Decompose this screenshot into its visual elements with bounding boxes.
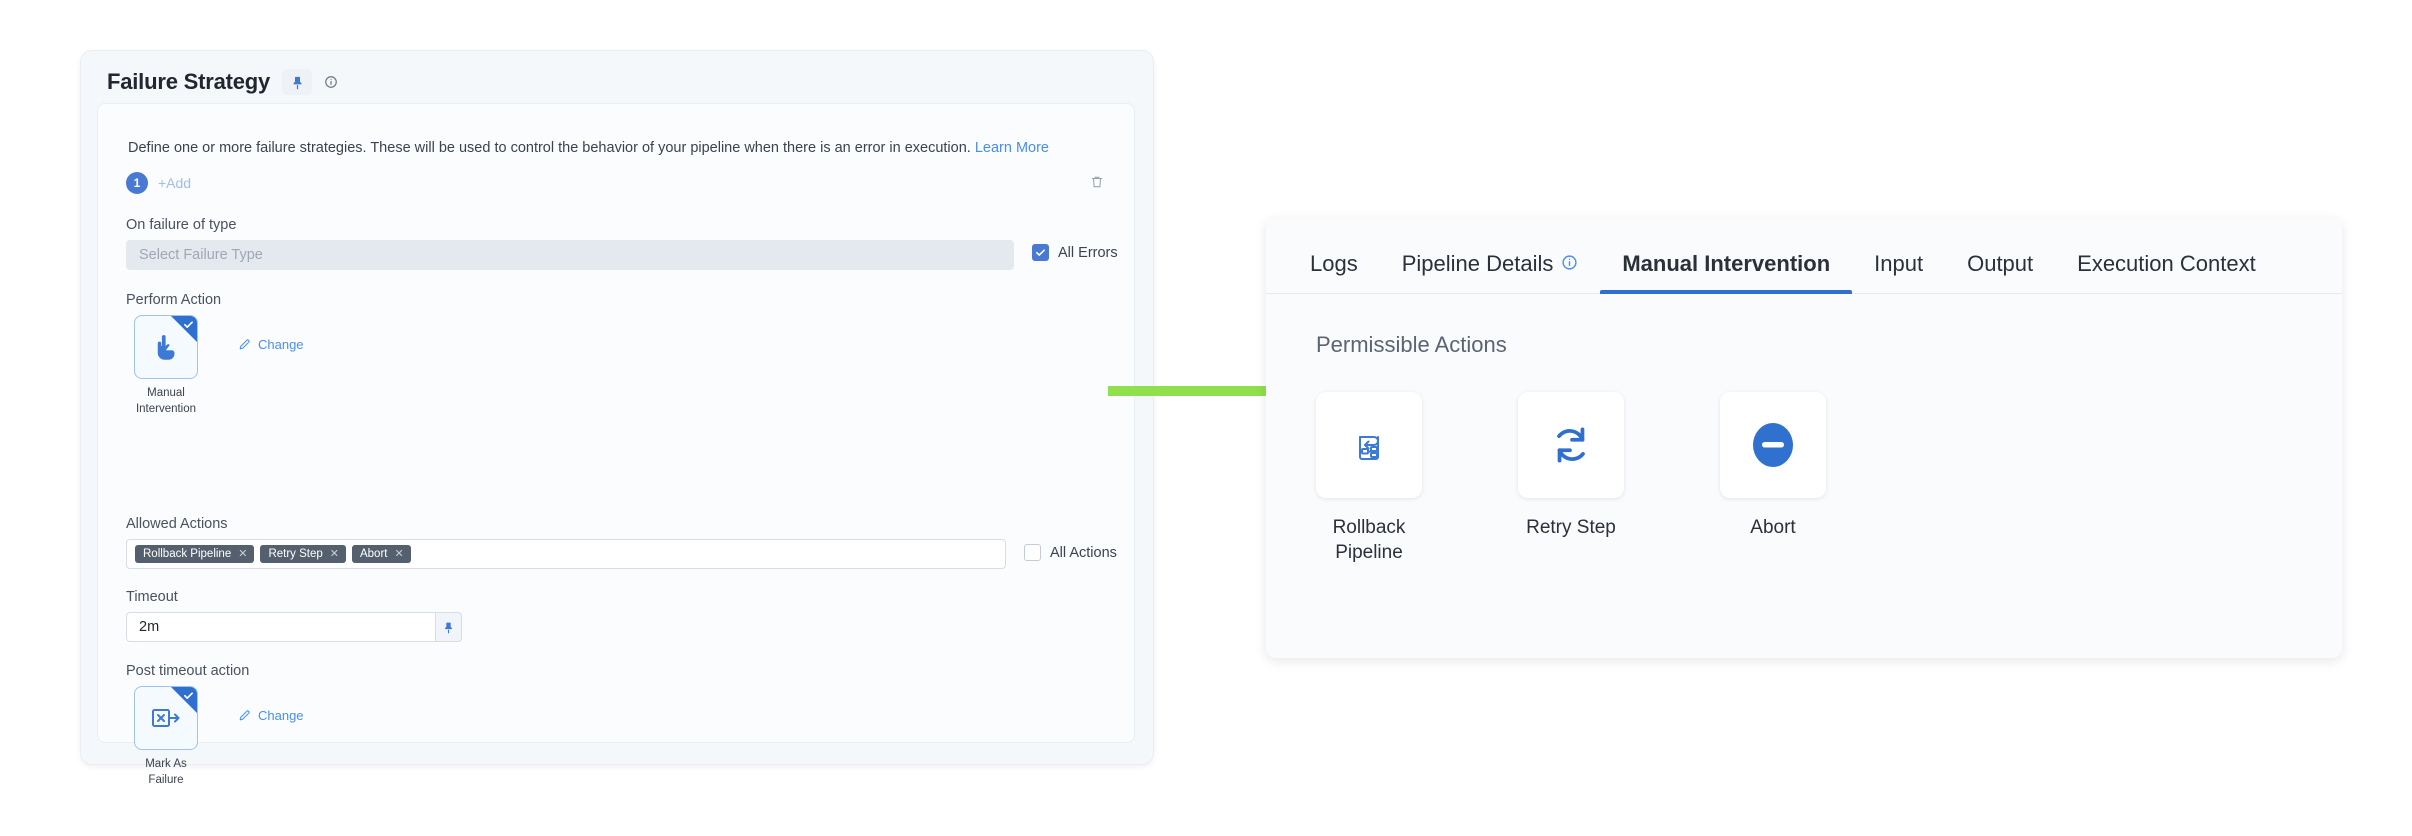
tab-label: Logs <box>1310 251 1358 276</box>
tab-logs[interactable]: Logs <box>1310 251 1380 293</box>
check-icon <box>184 321 193 328</box>
hand-pointer-icon <box>157 335 175 360</box>
action-card[interactable] <box>1720 392 1826 498</box>
mark-as-failure-icon <box>152 709 180 727</box>
perform-action-tile-wrap: Manual Intervention Change <box>134 315 304 417</box>
all-errors-checkbox[interactable] <box>1032 244 1049 261</box>
allowed-actions-label: Allowed Actions <box>126 516 228 532</box>
chip-remove-icon[interactable]: ✕ <box>238 547 248 560</box>
chip-remove-icon[interactable]: ✕ <box>329 547 339 560</box>
all-actions-label: All Actions <box>1050 544 1117 561</box>
tab-label: Pipeline Details <box>1401 251 1554 276</box>
check-icon <box>184 692 193 699</box>
permissible-actions-grid: Rollback Pipeline Retry Step <box>1266 358 2342 565</box>
action-card[interactable] <box>1316 392 1422 498</box>
trash-icon[interactable] <box>1090 174 1104 195</box>
change-perform-action-button[interactable]: Change <box>238 337 304 352</box>
tab-input[interactable]: Input <box>1852 251 1945 293</box>
change-label: Change <box>258 708 304 723</box>
all-actions-checkbox[interactable] <box>1024 544 1041 561</box>
action-card[interactable] <box>1518 392 1624 498</box>
tab-label: Execution Context <box>2077 251 2256 276</box>
chip-label: Retry Step <box>268 548 323 560</box>
rollback-pipeline-icon <box>1359 436 1379 460</box>
failure-type-select[interactable]: Select Failure Type <box>126 240 1014 270</box>
timeout-pin-icon[interactable] <box>436 612 462 642</box>
tab-manual-intervention[interactable]: Manual Intervention <box>1600 251 1852 294</box>
selected-corner-badge <box>171 687 197 713</box>
timeout-input[interactable]: 2m <box>126 612 436 642</box>
description-text: Define one or more failure strategies. T… <box>128 140 971 156</box>
chip-rollback-pipeline[interactable]: Rollback Pipeline ✕ <box>135 545 255 563</box>
post-timeout-tile-wrap: Mark As Failure Change <box>134 686 304 788</box>
chip-retry-step[interactable]: Retry Step ✕ <box>260 545 346 563</box>
permissible-actions-title: Permissible Actions <box>1316 332 1507 357</box>
execution-details-panel: Logs Pipeline Details Manual Interventio… <box>1266 218 2342 658</box>
timeout-value: 2m <box>139 619 160 635</box>
pencil-icon <box>239 339 250 350</box>
pencil-icon <box>239 710 250 721</box>
panel-header: Failure Strategy <box>81 51 1153 109</box>
abort-icon <box>1753 423 1793 467</box>
permissible-action-retry-step[interactable]: Retry Step <box>1518 392 1624 565</box>
perform-action-label: Perform Action <box>126 292 222 308</box>
permissible-action-rollback-pipeline[interactable]: Rollback Pipeline <box>1316 392 1422 565</box>
green-arrow <box>1108 376 1336 406</box>
chip-label: Rollback Pipeline <box>143 548 232 560</box>
timeout-label: Timeout <box>126 589 178 605</box>
add-strategy-button[interactable]: +Add <box>158 175 192 191</box>
retry-icon <box>1557 427 1585 463</box>
action-label: Rollback Pipeline <box>1332 517 1406 563</box>
strategy-index-badge[interactable]: 1 <box>126 172 148 194</box>
tab-label: Manual Intervention <box>1622 251 1831 276</box>
pin-icon[interactable] <box>282 69 313 95</box>
tab-pipeline-details[interactable]: Pipeline Details <box>1380 251 1601 293</box>
all-errors-label: All Errors <box>1058 244 1118 261</box>
failure-strategy-card: Define one or more failure strategies. T… <box>97 103 1135 786</box>
tab-label: Output <box>1967 251 2034 276</box>
learn-more-link[interactable]: Learn More <box>974 140 1049 156</box>
chip-label: Abort <box>359 548 388 560</box>
permissible-action-abort[interactable]: Abort <box>1720 392 1826 565</box>
chip-remove-icon[interactable]: ✕ <box>394 547 404 560</box>
panel-description: Define one or more failure strategies. T… <box>128 140 1049 156</box>
info-circle-icon[interactable] <box>1561 251 1578 277</box>
strategy-add-row: 1 +Add <box>126 172 191 194</box>
post-timeout-label: Post timeout action <box>126 663 250 679</box>
change-post-timeout-action-button[interactable]: Change <box>238 708 304 723</box>
chip-abort[interactable]: Abort ✕ <box>351 545 411 563</box>
post-timeout-action-tile[interactable] <box>134 686 198 750</box>
failure-type-placeholder: Select Failure Type <box>139 247 263 263</box>
failure-strategy-panel: Failure Strategy Define one or more fail… <box>80 50 1154 786</box>
action-label: Abort <box>1750 517 1796 538</box>
all-errors-checkbox-row[interactable]: All Errors <box>1032 244 1118 261</box>
page-title: Failure Strategy <box>107 69 271 94</box>
selected-corner-badge <box>171 316 197 342</box>
tab-bar: Logs Pipeline Details Manual Interventio… <box>1266 218 2342 294</box>
perform-action-tile-caption: Manual Intervention <box>135 387 197 415</box>
allowed-actions-input[interactable]: Rollback Pipeline ✕ Retry Step ✕ Abort ✕ <box>126 539 1006 569</box>
tab-output[interactable]: Output <box>1945 251 2055 293</box>
change-label: Change <box>258 337 304 352</box>
all-actions-checkbox-row[interactable]: All Actions <box>1024 544 1117 561</box>
tab-label: Input <box>1874 251 1924 276</box>
tab-execution-context[interactable]: Execution Context <box>2055 251 2278 293</box>
action-label: Retry Step <box>1526 517 1616 538</box>
perform-action-tile[interactable] <box>134 315 198 379</box>
on-failure-label: On failure of type <box>126 217 237 233</box>
info-circle-icon[interactable] <box>324 75 338 89</box>
post-timeout-tile-caption: Mark As Failure <box>145 758 187 786</box>
